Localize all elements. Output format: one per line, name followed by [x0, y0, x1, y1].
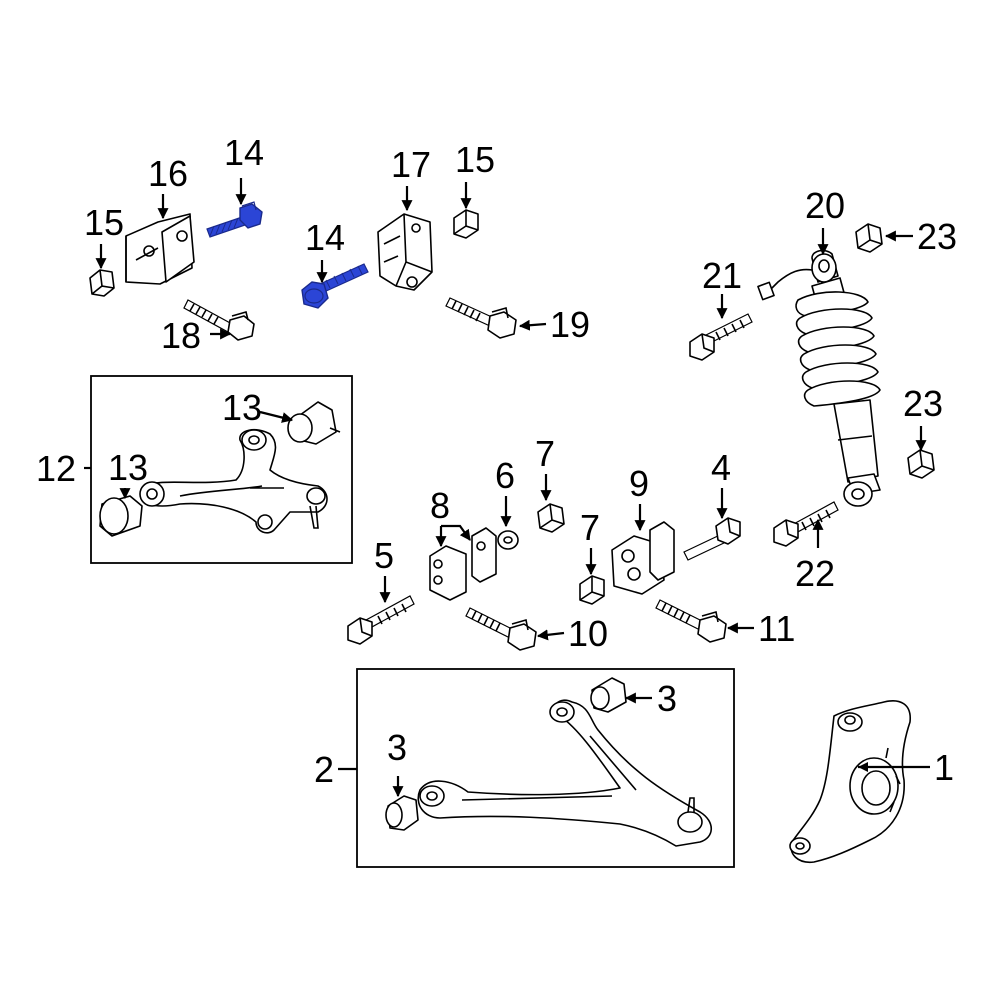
callout-23-top: 23: [917, 216, 957, 257]
bolt-part-4[interactable]: [683, 517, 741, 561]
lower-control-arm-part-2[interactable]: [417, 699, 713, 847]
callout-6: 6: [495, 455, 515, 496]
callout-7-lower: 7: [580, 507, 600, 548]
callout-3-right: 3: [657, 678, 677, 719]
callout-19: 19: [550, 304, 590, 345]
bolt-part-14-upper[interactable]: [206, 201, 263, 238]
leader-lines: [84, 178, 930, 798]
callout-labels: 1 2 3 3 4 5 6 7 7 8 9 10 11 12 13 13 14 …: [36, 132, 957, 790]
callout-21: 21: [702, 255, 742, 296]
upper-control-arm-part-12[interactable]: [139, 428, 328, 534]
shock-absorber-part-20[interactable]: [757, 249, 881, 507]
callout-11: 11: [758, 608, 795, 649]
bushing-part-13-left[interactable]: [99, 495, 143, 537]
nut-part-7-upper[interactable]: [537, 503, 565, 533]
bolt-part-18[interactable]: [183, 299, 255, 341]
nut-part-23-top[interactable]: [855, 223, 883, 253]
callout-17: 17: [391, 144, 431, 185]
callout-10: 10: [568, 613, 608, 654]
bolt-part-22[interactable]: [773, 501, 839, 547]
upper-arm-group-box: [90, 375, 353, 564]
callout-3-left: 3: [387, 727, 407, 768]
callout-5: 5: [374, 535, 394, 576]
callout-9: 9: [629, 463, 649, 504]
bolt-part-11[interactable]: [655, 599, 727, 643]
bracket-part-8[interactable]: [429, 527, 497, 601]
nut-part-15-left[interactable]: [89, 269, 115, 297]
nut-part-15-right[interactable]: [453, 209, 479, 239]
callout-12: 12: [36, 448, 76, 489]
knuckle-part-1[interactable]: [789, 700, 911, 864]
bolt-part-5[interactable]: [347, 595, 415, 645]
bolt-part-19[interactable]: [445, 297, 517, 339]
callout-1: 1: [934, 747, 954, 788]
callout-7-upper: 7: [535, 433, 555, 474]
callout-18: 18: [161, 315, 201, 356]
callout-4: 4: [711, 447, 731, 488]
washer-part-6[interactable]: [497, 530, 519, 550]
callout-20: 20: [805, 185, 845, 226]
bracket-part-17[interactable]: [377, 213, 433, 291]
bracket-part-9[interactable]: [611, 521, 675, 595]
callout-15-right: 15: [455, 139, 495, 180]
bushing-part-13-right[interactable]: [287, 401, 341, 445]
callout-16: 16: [148, 153, 188, 194]
bushing-part-3-left[interactable]: [385, 795, 419, 831]
callout-13-left: 13: [108, 447, 148, 488]
nut-part-7-lower[interactable]: [579, 575, 605, 605]
callout-14-lower: 14: [305, 217, 345, 258]
callout-2: 2: [314, 749, 334, 790]
bracket-part-16[interactable]: [125, 213, 195, 285]
bolt-part-21[interactable]: [689, 313, 753, 361]
callout-13-right: 13: [222, 387, 262, 428]
callout-15-left: 15: [84, 202, 124, 243]
bolt-part-10[interactable]: [465, 607, 537, 651]
callout-8: 8: [430, 485, 450, 526]
bolt-part-14-lower[interactable]: [301, 263, 369, 309]
nut-part-23-right[interactable]: [907, 449, 935, 479]
bushing-part-3-right[interactable]: [590, 677, 627, 713]
callout-14-upper: 14: [224, 132, 264, 173]
callout-23-right: 23: [903, 383, 943, 424]
callout-22: 22: [795, 553, 835, 594]
